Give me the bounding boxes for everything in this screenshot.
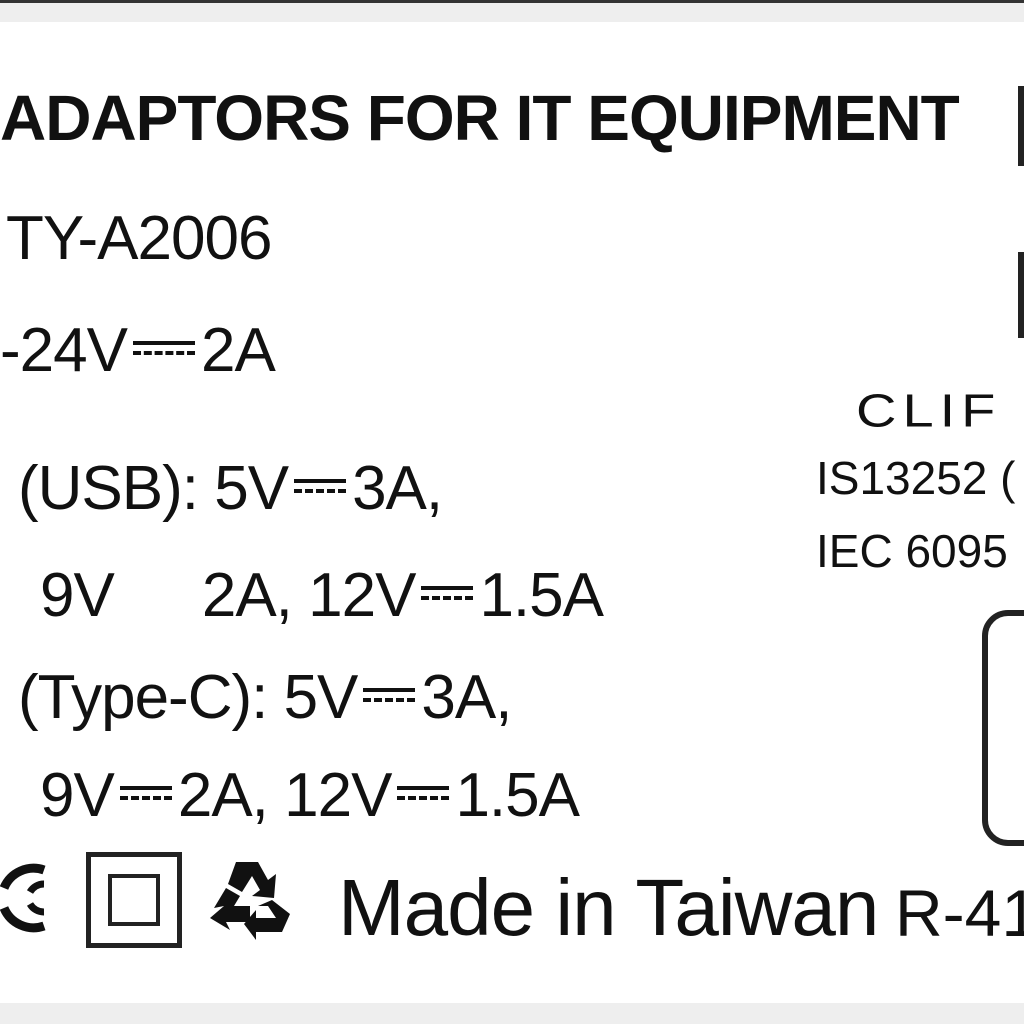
- usb-2a-12v: 2A, 12V: [201, 561, 417, 630]
- dc-symbol-icon: [363, 686, 416, 706]
- recycle-icon: [210, 862, 290, 940]
- input-current: 2A: [200, 316, 276, 385]
- typec-15a: 1.5A: [455, 761, 580, 830]
- brand-logo: CLIF: [856, 384, 1002, 437]
- made-in-text: Made in Taiwan: [338, 863, 879, 952]
- dc-symbol-icon: [132, 339, 195, 359]
- typec-2a-12v: 2A, 12V: [177, 761, 393, 830]
- typec-current: 3A,: [421, 663, 512, 732]
- top-edge: [0, 0, 1024, 22]
- dc-symbol-icon: [421, 584, 474, 604]
- ce-mark-icon: [0, 863, 46, 933]
- usb-15a: 1.5A: [479, 561, 604, 630]
- certification-mark-frame: [982, 610, 1024, 846]
- typec-label: (Type-C): 5V: [18, 663, 358, 732]
- model-number: TY-A2006: [6, 204, 272, 273]
- dc-symbol-icon: [397, 784, 450, 804]
- standard-is: IS13252 (: [816, 452, 1016, 504]
- dc-symbol-icon: [119, 784, 172, 804]
- typec-9v: 9V: [40, 761, 115, 830]
- usb-current: 3A,: [352, 454, 443, 523]
- bottom-edge: [0, 1003, 1024, 1024]
- usb-9v: 9V: [40, 561, 115, 630]
- heading: ADAPTORS FOR IT EQUIPMENT: [0, 82, 960, 154]
- usb-label: (USB): 5V: [18, 454, 289, 523]
- right-mark-bar-2: [1018, 252, 1024, 338]
- inner-square: [108, 874, 160, 926]
- registration-number: R-41: [895, 876, 1024, 950]
- right-mark-bar-1: [1018, 86, 1024, 166]
- standard-iec: IEC 6095: [816, 525, 1008, 577]
- dc-symbol-icon: [294, 477, 347, 497]
- input-voltage: -24V: [0, 316, 128, 385]
- double-insulation-icon: [86, 852, 182, 948]
